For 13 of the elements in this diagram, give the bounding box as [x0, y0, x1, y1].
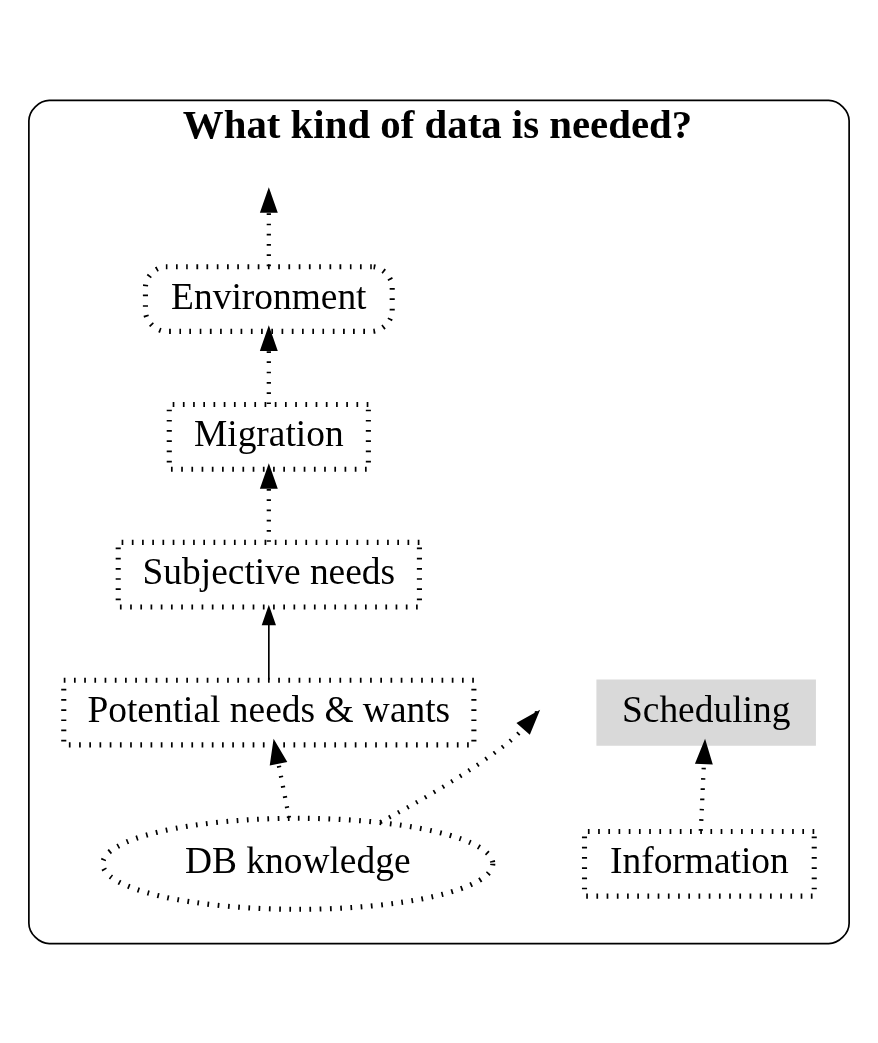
node-box: Environment — [142, 263, 395, 334]
node-box: Subjective needs — [115, 539, 422, 610]
arrow — [261, 604, 276, 681]
node-ellipse: DB knowledge — [100, 815, 496, 912]
node-box: Information — [581, 828, 817, 899]
arrow — [269, 738, 292, 818]
arrow — [259, 324, 278, 404]
arrow — [259, 462, 278, 542]
node-box: Migration — [166, 401, 371, 472]
node-box: Scheduling — [596, 678, 816, 746]
arrow — [694, 738, 713, 831]
arrow — [259, 186, 278, 266]
node-box: Potential needs & wants — [61, 677, 477, 747]
